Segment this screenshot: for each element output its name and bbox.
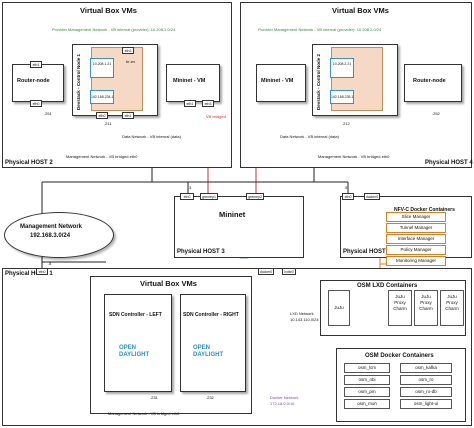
nfvc-title: NFV-C Docker Containers	[394, 207, 455, 213]
juju-proxy-charm: JuJu Proxy Charm	[414, 290, 438, 326]
host2-devstack-vm	[72, 44, 158, 116]
container-osm-nbi: osm_nbi	[344, 375, 390, 385]
host2-devstack-label: Devstack - Control Node 1	[76, 53, 81, 110]
manager-interface: Interface Manager	[386, 234, 446, 244]
host1-label: Physical HOST 1	[5, 271, 53, 277]
host2-br-ex: 10.208.1.21	[90, 58, 114, 78]
host2-vb-bridged: VB bridged	[206, 114, 226, 119]
host2-provider-net: Provider Management Network - VB interna…	[52, 27, 176, 32]
host1-vms-title: Virtual Box VMs	[140, 279, 197, 288]
docker-net: Docker Network	[270, 395, 299, 400]
host4-data-net: Data Network - VB internal (data)	[280, 134, 339, 139]
odl-logo: OPEN DAYLIGHT	[119, 345, 150, 358]
manager-tunnel: Tunnel Manager	[386, 223, 446, 233]
container-osm-mon: osm_mon	[344, 399, 390, 409]
host4-router-node: Router-node	[404, 64, 462, 102]
host5-label: Physical HOST 5	[343, 249, 391, 255]
container-osm-ro: osm_ro	[400, 375, 452, 385]
host2-data-ip: 192.168.234.1	[90, 90, 114, 104]
juju: JuJu	[328, 290, 350, 326]
cloud-subnet: 192.168.3.0/24	[30, 233, 71, 239]
container-osm-light-ui: osm_light-ui	[400, 399, 452, 409]
host2-label: Physical HOST 2	[5, 160, 53, 166]
odl-logo: OPEN DAYLIGHT	[193, 345, 224, 358]
sdn-left-vm: SDN Controller - LEFT OPEN DAYLIGHT	[104, 294, 172, 392]
host2-mn-eth3: eth3	[202, 100, 214, 107]
host1-mgmt-net: Management Network - VB bridged eth0	[108, 411, 180, 416]
cloud-label: Management Network	[20, 224, 83, 230]
host3-label: Physical HOST 3	[177, 249, 225, 255]
host2-router-eth0: eth0	[30, 100, 42, 107]
sdn-right-vm: SDN Controller - RIGHT OPEN DAYLIGHT	[180, 294, 246, 392]
host2-router-node: Router-node	[12, 64, 64, 102]
host2-dev-eth2: eth2	[122, 47, 134, 54]
juju-proxy-charm: JuJu Proxy Charm	[440, 290, 464, 326]
juju-proxy-charm: JuJu Proxy Charm	[388, 290, 412, 326]
manager-monitoring: Monitoring Manager	[386, 256, 446, 266]
host2-mgmt-net: Management Network - VB bridged eth0	[66, 154, 138, 159]
host4-devstack-vm	[312, 44, 398, 116]
host2-router-eth1: eth1	[30, 61, 42, 68]
container-osm-ro-db: osm_ro-db	[400, 387, 452, 397]
host4-mgmt-net: Management Network - VB bridged eth0	[318, 154, 390, 159]
docker-box: OSM Docker Containers	[336, 348, 466, 422]
host4-provider-net: Provider Management Network - VB interna…	[258, 27, 382, 32]
host3-box: Physical HOST 3 Mininet	[174, 196, 304, 258]
host4-br-ex: 10.208.2.21	[330, 58, 354, 78]
lxd-net: LXD Network	[290, 311, 314, 316]
host2-vms-title: Virtual Box VMs	[80, 6, 137, 15]
container-osm-kafka: osm_kafka	[400, 363, 452, 373]
host4-devstack-label: Devstack - Control Node 2	[316, 53, 321, 110]
host2-mn-eth1: eth1	[184, 100, 196, 107]
host2-mininet-vm: Mininet - VM	[166, 64, 220, 102]
manager-slice: Slice Manager	[386, 212, 446, 222]
host4-label: Physical HOST 4	[425, 160, 473, 166]
host4-mininet-vm: Mininet - VM	[256, 64, 306, 102]
mgmt-network-cloud	[4, 212, 114, 258]
host2-dev-eth1: eth1	[122, 112, 134, 119]
container-osm-lcm: osm_lcm	[344, 363, 390, 373]
container-osm-pm: osm_pm	[344, 387, 390, 397]
host4-vms-title: Virtual Box VMs	[332, 6, 389, 15]
host3-title: Mininet	[219, 210, 246, 219]
host2-data-net: Data Network - VB internal (data)	[122, 134, 181, 139]
manager-policy: Policy Manager	[386, 245, 446, 255]
host2-dev-eth0: eth0	[96, 112, 108, 119]
